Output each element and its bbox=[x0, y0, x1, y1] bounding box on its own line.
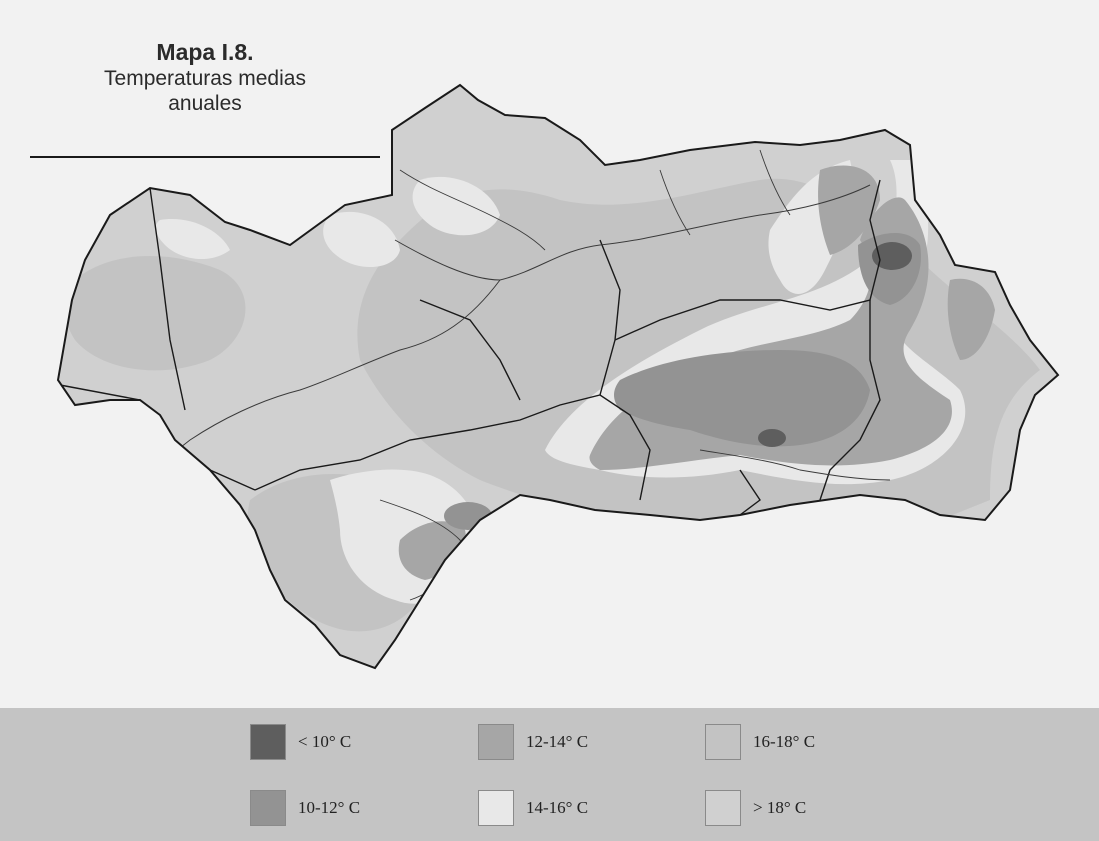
river bbox=[699, 449, 891, 481]
legend-swatch bbox=[705, 724, 741, 760]
legend-label: > 18° C bbox=[753, 798, 807, 817]
legend-label: < 10° C bbox=[298, 732, 352, 751]
map-title-line: Temperaturas medias bbox=[104, 67, 306, 90]
title-rule bbox=[30, 156, 380, 158]
river bbox=[759, 149, 791, 216]
province-boundary bbox=[419, 299, 521, 401]
legend-label: 12-14° C bbox=[526, 732, 589, 751]
province-boundary bbox=[614, 179, 881, 341]
province-boundary bbox=[254, 394, 651, 501]
legend-label: 14-16° C bbox=[526, 798, 589, 817]
map-title-number: Mapa I.8. bbox=[156, 39, 254, 65]
zone-16-18 bbox=[65, 256, 246, 371]
province-boundary bbox=[599, 239, 621, 396]
legend-item: > 18° C bbox=[705, 790, 806, 826]
zone-14-16 bbox=[155, 219, 230, 260]
legend-swatch bbox=[478, 790, 514, 826]
legend-label: 10-12° C bbox=[298, 798, 361, 817]
legend-item: 14-16° C bbox=[478, 790, 588, 826]
legend-item: < 10° C bbox=[250, 724, 351, 760]
temperature-zones bbox=[59, 149, 1041, 632]
river bbox=[394, 184, 871, 281]
province-boundary bbox=[149, 187, 186, 411]
legend-swatch bbox=[250, 724, 286, 760]
province-boundary bbox=[819, 300, 881, 501]
river bbox=[149, 279, 501, 481]
zone-12-14 bbox=[947, 278, 995, 360]
river bbox=[659, 169, 691, 236]
legend-item: 10-12° C bbox=[250, 790, 360, 826]
map-title-block: Mapa I.8. Temperaturas medias anuales bbox=[30, 38, 380, 116]
legend-swatch bbox=[478, 724, 514, 760]
province-boundary bbox=[739, 469, 761, 516]
legend-panel: < 10° C 12-14° C 16-18° C 10-12° C 14-16… bbox=[0, 708, 1099, 841]
legend-item: 12-14° C bbox=[478, 724, 588, 760]
legend-item: 16-18° C bbox=[705, 724, 815, 760]
legend-swatch bbox=[705, 790, 741, 826]
legend-label: 16-18° C bbox=[753, 732, 816, 751]
zone-lt10 bbox=[872, 242, 912, 270]
andalucia-temperature-map bbox=[57, 84, 1059, 669]
map-title-line: anuales bbox=[168, 92, 242, 115]
zone-10-12 bbox=[614, 350, 870, 447]
zone-lt10 bbox=[758, 429, 786, 447]
zone-14-16 bbox=[323, 211, 400, 268]
legend-swatch bbox=[250, 790, 286, 826]
zone-14-16 bbox=[412, 176, 500, 236]
river bbox=[399, 169, 546, 251]
